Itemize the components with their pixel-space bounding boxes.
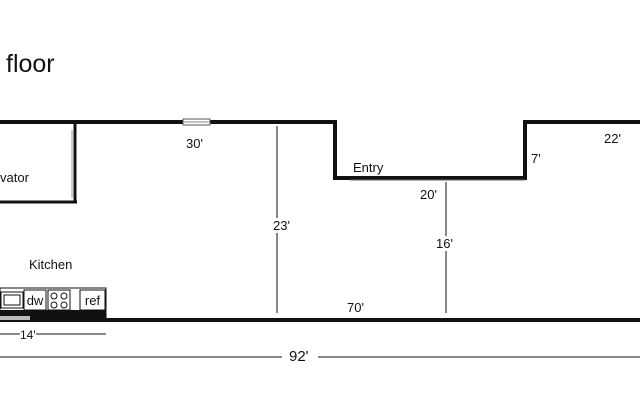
depth-left-dimension: 23'	[273, 218, 290, 233]
refrigerator-box	[79, 289, 106, 311]
dishwasher-box	[23, 289, 47, 311]
dishwasher-label: dw	[26, 292, 44, 308]
dimension-lines	[0, 126, 640, 358]
elevator-label: vator	[0, 170, 29, 185]
sink-icon	[0, 291, 24, 309]
total-length-dimension: 92'	[287, 348, 311, 365]
top-wall-dimension: 30'	[186, 136, 203, 151]
entry-width-dimension: 20'	[420, 187, 437, 202]
depth-entry-dimension: 16'	[436, 236, 453, 251]
exterior-walls	[0, 120, 640, 322]
right-wall-dimension: 22'	[604, 131, 621, 146]
interior-length-dimension: 70'	[347, 300, 364, 315]
kitchen-counter	[0, 287, 107, 321]
refrigerator-label: ref	[84, 292, 101, 308]
kitchen-run-dimension: 14'	[20, 328, 36, 342]
kitchen-label: Kitchen	[29, 257, 73, 272]
stove-icon	[47, 289, 71, 311]
left-upper-wall	[0, 120, 640, 180]
entry-label: Entry	[353, 160, 384, 175]
elevator-enclosure	[0, 124, 77, 204]
entry-step-dimension: 7'	[531, 151, 541, 166]
floor-title: floor	[6, 50, 55, 78]
